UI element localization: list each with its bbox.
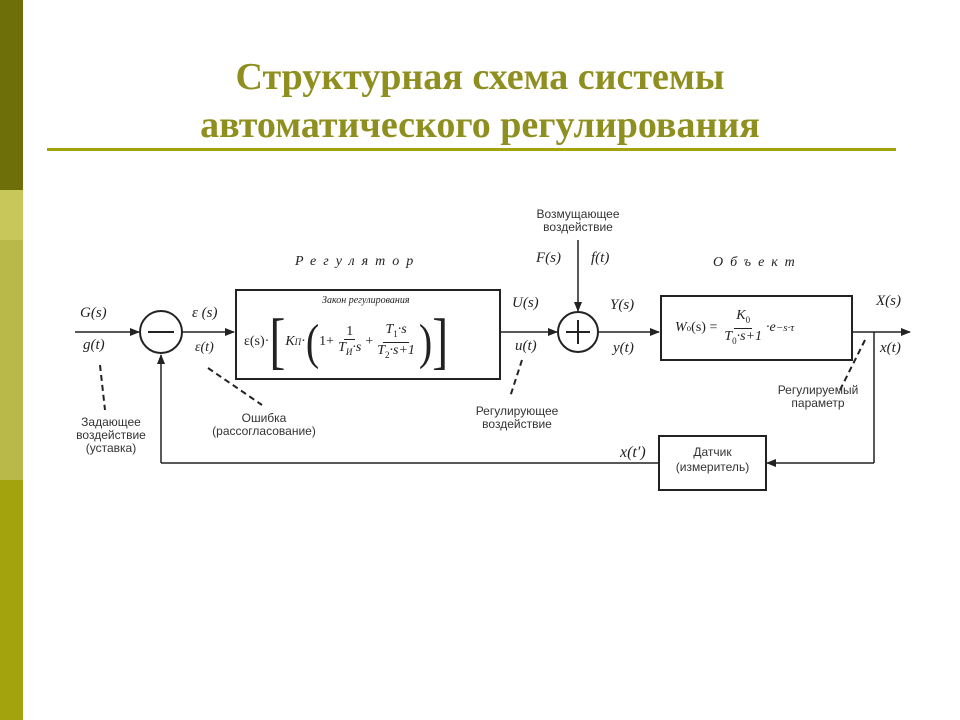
object-fraction: K0 T0·s+1 [722,308,764,349]
sensor-label-line1: Датчик [693,445,732,459]
label-G: G(s) [80,305,107,321]
bracket-open: [ [269,306,286,376]
label-E: ε (s) [192,305,218,321]
disturbance-caption: Возмущающее воздействие [536,207,620,234]
label-e: ε(t) [195,340,214,355]
fraction-derivative-num: T1·s [383,322,409,343]
formula-one-plus: 1+ [319,334,335,349]
slide-title-line1: Структурная схема системы [235,56,725,98]
object-fraction-den: T0·s+1 [724,328,763,346]
fraction-derivative: T1·s T2·s+1 [375,322,417,363]
object-fraction-num: K0 [734,308,753,329]
formula-lhs: ε(s)· [244,334,270,349]
label-x: x(t) [880,340,901,356]
slide-title-line2: автоматического регулирования [200,104,760,146]
label-X: X(s) [876,293,901,309]
label-y: y(t) [613,340,634,356]
label-u: u(t) [515,338,537,354]
note-setpoint: Задающее воздействие (уставка) [76,415,146,455]
sensor-box [658,435,767,491]
label-F: F(s) [536,250,561,266]
setpoint-leader [99,364,106,411]
fraction-integral: 1 TИ·s [336,324,363,360]
sidebar-segment-light [0,190,23,240]
label-U: U(s) [512,295,539,311]
paren-open: ( [305,313,320,370]
sidebar-segment-mid [0,240,23,480]
object-title: Объект [713,255,802,270]
bracket-close: ] [432,306,449,376]
control-leader [509,359,523,398]
label-feedback: x(t′) [620,444,646,461]
sensor-label-line2: (измеритель) [675,460,750,474]
sidebar-segment-dark [0,0,23,190]
regulator-title: Регулятор [295,254,421,269]
note-control: Регулирующее воздействие [475,404,559,431]
object-box [660,295,853,361]
label-f: f(t) [591,250,610,266]
regulator-box [235,289,501,380]
title-underline [47,148,896,151]
note-error: Ошибка (рассогласование) [212,411,316,438]
sidebar-segment-bottom [0,480,23,720]
formula-kp: K [285,334,295,349]
error-leader [207,367,263,406]
note-parameter: Регулируемый параметр [777,383,859,410]
sidebar-decoration [0,0,23,720]
label-Y: Y(s) [610,297,635,313]
fraction-integral-num: 1 [344,324,356,341]
label-g: g(t) [83,337,105,353]
paren-close: ) [418,313,433,370]
fraction-integral-den: TИ·s [338,340,362,357]
fraction-derivative-den: T2·s+1 [377,342,415,360]
control-law-caption: Закон регулирования [322,295,410,306]
formula-kp-sub: П [294,337,302,347]
